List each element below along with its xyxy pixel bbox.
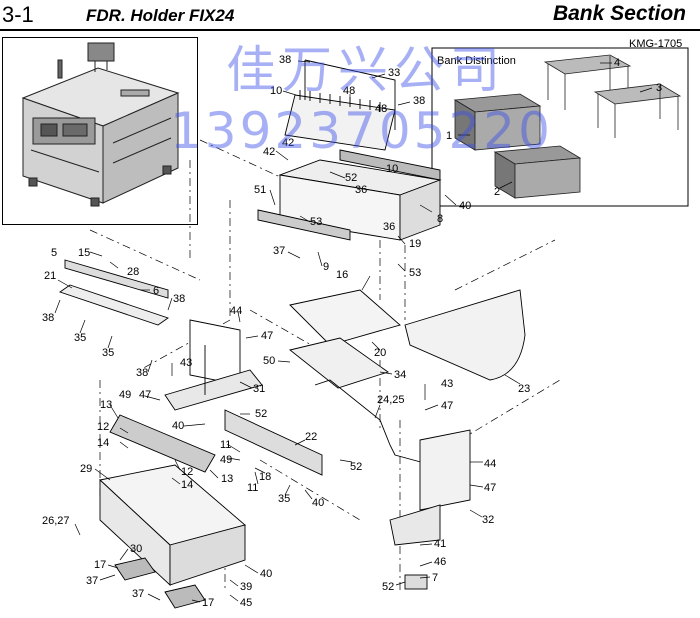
part-label: 36 <box>383 221 395 233</box>
part-labels: 38 33 10 48 38 48 42 42 10 52 36 51 53 3… <box>42 54 530 609</box>
part-label: 39 <box>240 581 252 593</box>
part-label: 38 <box>42 312 54 324</box>
part-label: 44 <box>484 458 496 470</box>
part-label: 45 <box>240 597 252 609</box>
part-label: 43 <box>441 378 453 390</box>
part-label: 36 <box>355 184 367 196</box>
header-rule <box>0 29 700 31</box>
part-label: 15 <box>78 247 90 259</box>
part-label: 42 <box>282 137 294 149</box>
part-label: 13 <box>100 399 112 411</box>
part-label: 24,25 <box>377 394 405 406</box>
part-label: 43 <box>180 357 192 369</box>
part-label: 40 <box>312 497 324 509</box>
part-label: 50 <box>263 355 275 367</box>
part-label: 49 <box>119 389 131 401</box>
part-label: 35 <box>74 332 86 344</box>
part-label: 5 <box>51 247 57 259</box>
part-label: 12 <box>97 421 109 433</box>
part-label: 37 <box>86 575 98 587</box>
bank-item-4: 4 <box>614 57 620 69</box>
part-label: 47 <box>441 400 453 412</box>
part-label: 17 <box>94 559 106 571</box>
part-label: 8 <box>437 213 443 225</box>
part-label: 10 <box>270 85 282 97</box>
part-label: 53 <box>310 216 322 228</box>
part-label: 52 <box>255 408 267 420</box>
part-label: 41 <box>434 538 446 550</box>
part-label: 35 <box>102 347 114 359</box>
part-label: 38 <box>413 95 425 107</box>
part-label: 34 <box>394 369 406 381</box>
part-label: 47 <box>484 482 496 494</box>
guide-lines <box>89 139 561 590</box>
part-label: 7 <box>432 572 438 584</box>
part-label: 6 <box>153 285 159 297</box>
part-label: 51 <box>254 184 266 196</box>
part-label: 48 <box>375 103 387 115</box>
part-label: 47 <box>139 389 151 401</box>
machine-illustration <box>21 42 180 207</box>
part-label: 40 <box>260 568 272 580</box>
part-label: 33 <box>388 67 400 79</box>
part-label: 42 <box>263 146 275 158</box>
bank-item-3: 3 <box>656 82 662 94</box>
machine-overview-inset <box>2 37 198 225</box>
part-label: 29 <box>80 463 92 475</box>
page-header: 3-1 FDR. Holder FIX24 Bank Section <box>0 0 700 30</box>
parts-drawing <box>59 59 526 609</box>
part-label: 46 <box>434 556 446 568</box>
part-label: 9 <box>323 261 329 273</box>
part-label: 16 <box>336 269 348 281</box>
part-label: 30 <box>130 543 142 555</box>
part-label: 37 <box>132 588 144 600</box>
section-name: Bank Section <box>552 2 686 25</box>
part-label: 52 <box>350 461 362 473</box>
drawing-code: KMG-1705 <box>629 38 683 50</box>
part-label: 11 <box>220 439 231 451</box>
part-label: 22 <box>305 431 317 443</box>
part-label: 14 <box>97 437 109 449</box>
part-label: 44 <box>230 305 242 317</box>
section-title: FDR. Holder FIX24 <box>86 6 235 25</box>
part-label: 23 <box>518 383 530 395</box>
bank-distinction-box: Bank Distinction 4 3 1 2 <box>431 47 689 207</box>
part-label: 48 <box>343 85 355 97</box>
part-label: 20 <box>374 347 386 359</box>
part-label: 19 <box>409 238 421 250</box>
part-label: 31 <box>253 383 265 395</box>
part-label: 35 <box>278 493 290 505</box>
callout-lines <box>54 60 521 603</box>
part-label: 38 <box>279 54 291 66</box>
part-label: 11 <box>247 482 258 494</box>
bank-item-1: 1 <box>446 130 452 142</box>
part-label: 52 <box>345 172 357 184</box>
part-label: 52 <box>382 581 394 593</box>
part-label: 21 <box>44 270 56 282</box>
part-label: 17 <box>202 597 214 609</box>
part-label: 32 <box>482 514 494 526</box>
part-label: 13 <box>221 473 233 485</box>
bank-item-2: 2 <box>494 186 500 198</box>
part-label: 53 <box>409 267 421 279</box>
part-label: 28 <box>127 266 139 278</box>
part-label: 38 <box>173 293 185 305</box>
section-number: 3-1 <box>2 2 34 27</box>
bank-distinction-title: Bank Distinction <box>437 55 516 67</box>
part-label: 37 <box>273 245 285 257</box>
part-label: 12 <box>181 466 193 478</box>
part-label: 26,27 <box>42 515 70 527</box>
part-label: 40 <box>172 420 184 432</box>
part-label: 14 <box>181 479 193 491</box>
part-label: 40 <box>459 200 471 212</box>
part-label: 38 <box>136 367 148 379</box>
part-label: 18 <box>259 471 271 483</box>
bank-callout-lines <box>458 62 653 189</box>
part-label: 10 <box>386 163 398 175</box>
part-label: 47 <box>261 330 273 342</box>
part-label: 49 <box>220 454 232 466</box>
